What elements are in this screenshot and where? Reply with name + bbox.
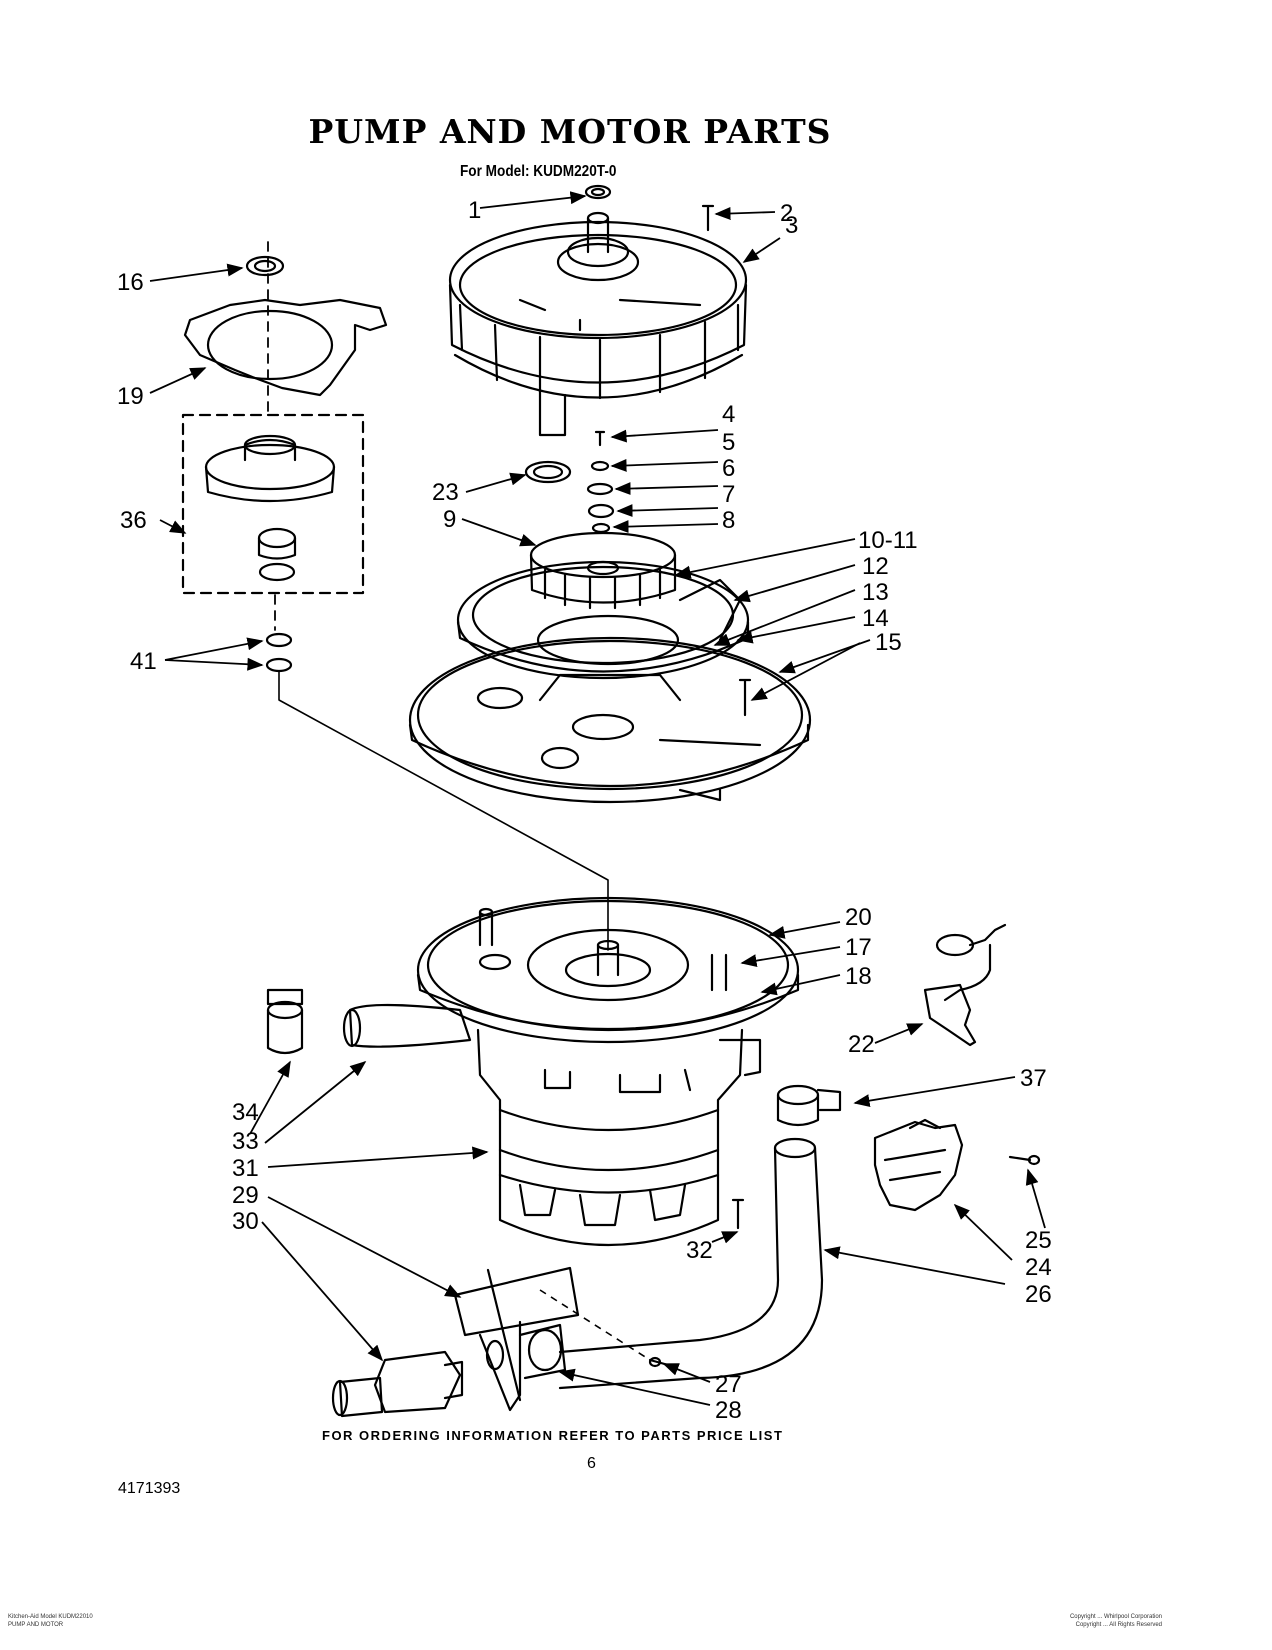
- page-title: PUMP AND MOTOR PARTS: [308, 112, 832, 151]
- callout-25: 25: [1025, 1227, 1052, 1254]
- leader-26: [823, 1246, 1006, 1285]
- callout-12: 12: [862, 553, 889, 580]
- leader-2: [714, 207, 776, 220]
- part-1-washer: [584, 184, 612, 200]
- callout-36: 36: [120, 507, 147, 534]
- copyright-line: Copyright ... Whirlpool Corporation: [1069, 1614, 1162, 1620]
- leader-10-11: [674, 538, 856, 579]
- leader-28: [558, 1368, 711, 1406]
- callout-2: 2: [780, 200, 793, 227]
- callout-22: 22: [848, 1031, 875, 1058]
- callout-20: 20: [845, 904, 872, 931]
- callout-5: 5: [722, 429, 735, 456]
- leader-23: [465, 472, 527, 493]
- callout-6: 6: [722, 455, 735, 482]
- leader-17: [740, 946, 841, 968]
- page-number: 6: [587, 1455, 596, 1472]
- callout-14: 14: [862, 605, 889, 632]
- callout-13: 13: [862, 579, 889, 606]
- callout-15: 15: [875, 629, 902, 656]
- leader-20: [768, 921, 841, 939]
- callout-1: 1: [468, 197, 481, 224]
- callout-7: 7: [722, 481, 735, 508]
- leader-31: [267, 1146, 489, 1168]
- callout-27: 27: [715, 1371, 742, 1398]
- leader-32: [711, 1231, 739, 1244]
- leader-29: [267, 1196, 462, 1298]
- callout-37: 37: [1020, 1065, 1047, 1092]
- leader-14: [736, 616, 856, 644]
- leader-6: [614, 482, 719, 496]
- leader-33: [264, 1060, 367, 1144]
- leader-12: [733, 564, 856, 603]
- callout-10-11: 10-11: [858, 527, 918, 554]
- leader-19: [149, 367, 207, 394]
- callout-26: 26: [1025, 1281, 1052, 1308]
- model-subtitle: For Model: KUDM220T-0: [460, 163, 617, 180]
- leader-41a: [164, 637, 264, 661]
- motor-housing-part: [448, 211, 748, 437]
- callout-9: 9: [443, 506, 456, 533]
- leader-8: [612, 520, 719, 534]
- callout-19: 19: [117, 383, 144, 410]
- callout-28: 28: [715, 1397, 742, 1424]
- callout-24: 24: [1025, 1254, 1052, 1281]
- leader-41b: [164, 657, 264, 671]
- leader-9: [461, 518, 537, 547]
- callout-18: 18: [845, 963, 872, 990]
- callout-4: 4: [722, 401, 735, 428]
- callout-16: 16: [117, 269, 144, 296]
- callout-32: 32: [686, 1237, 713, 1264]
- callout-41: 41: [130, 648, 157, 675]
- leader-37: [853, 1076, 1016, 1108]
- leader-18: [760, 974, 841, 996]
- callout-3: 3: [785, 212, 798, 239]
- leader-16: [149, 263, 244, 282]
- leader-30: [261, 1221, 384, 1362]
- leader-36: [159, 519, 187, 534]
- leader-1: [479, 191, 587, 209]
- leader-24: [953, 1203, 1013, 1261]
- model-note: Kitchen-Aid Model KUDM22010 PUMP AND MOT…: [8, 1613, 93, 1629]
- callout-33: 33: [232, 1128, 259, 1155]
- ordering-info-footer: FOR ORDERING INFORMATION REFER TO PARTS …: [322, 1428, 784, 1443]
- part-2-screw: [701, 204, 715, 232]
- model-note-line: PUMP AND MOTOR: [8, 1622, 64, 1628]
- callout-17: 17: [845, 934, 872, 961]
- leader-27: [662, 1363, 711, 1383]
- leader-7: [616, 504, 719, 518]
- callout-34: 34: [232, 1099, 259, 1126]
- leader-22: [874, 1023, 924, 1044]
- leader-15b: [750, 642, 861, 701]
- document-number: 4171393: [118, 1480, 181, 1497]
- leader-5: [610, 458, 719, 472]
- copyright-line: Copyright ... All Rights Reserved: [1075, 1622, 1162, 1628]
- leader-4: [610, 429, 719, 443]
- leader-25: [1025, 1168, 1046, 1229]
- leader-3: [742, 237, 781, 263]
- callout-23: 23: [432, 479, 459, 506]
- model-note-line: Kitchen-Aid Model KUDM22010: [8, 1614, 93, 1620]
- callout-31: 31: [232, 1155, 259, 1182]
- copyright-note: Copyright ... Whirlpool Corporation Copy…: [1070, 1613, 1162, 1629]
- callout-29: 29: [232, 1182, 259, 1209]
- leader-34: [249, 1060, 291, 1135]
- callout-30: 30: [232, 1208, 259, 1235]
- callout-8: 8: [722, 507, 735, 534]
